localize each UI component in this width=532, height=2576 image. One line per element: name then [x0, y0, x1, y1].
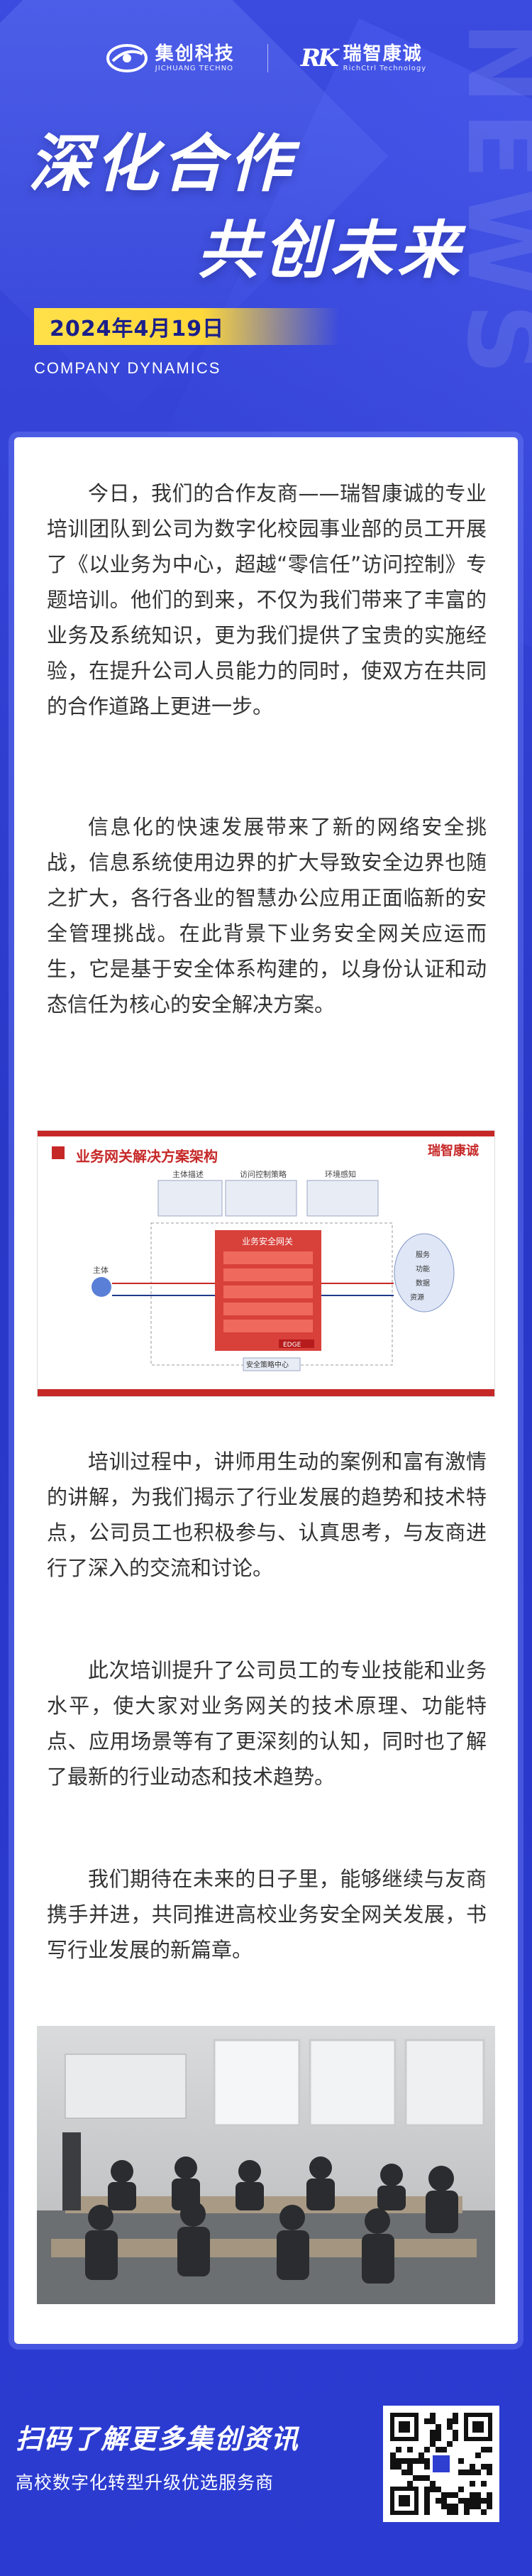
logo-bar: 集创科技 JICHUANG TECHNO RK 瑞智康诚 RichCtrl Te… [0, 37, 532, 80]
footer-title: 扫码了解更多集创资讯 [16, 2423, 300, 2455]
logo-divider [267, 44, 268, 72]
diagram-label-right-3: 数据 [416, 1278, 430, 1288]
diagram-label-right-2: 功能 [416, 1264, 430, 1273]
jichuang-logo-icon [106, 44, 148, 72]
jichuang-logo: 集创科技 JICHUANG TECHNO [106, 43, 235, 74]
hero-title-line-1: 深化合作 [28, 127, 296, 200]
diagram-graphic: 主体描述 访问控制策略 环境感知 业务安全网关 EDGE 主体 [92, 1169, 455, 1371]
footer-subtitle: 高校数字化转型升级优选服务商 [16, 2472, 275, 2493]
article-paragraph-1: 今日，我们的合作友商——瑞智康诚的专业培训团队到公司为数字化校园事业部的员工开展… [47, 481, 487, 718]
qr-code-icon [383, 2406, 499, 2522]
diagram-top-bar [38, 1131, 494, 1136]
diagram-label-right-4: 资源 [410, 1293, 424, 1302]
diagram-label-gateway: 业务安全网关 [242, 1236, 293, 1246]
date-badge: 2024年4月19日 [34, 308, 339, 345]
qr-code[interactable] [383, 2406, 499, 2522]
article-card: 今日，我们的合作友商——瑞智康诚的专业培训团队到公司为数字化校园事业部的员工开展… [14, 437, 518, 2344]
brand-left-cn: 集创科技 [155, 43, 235, 65]
article-paragraph-4: 此次培训提升了公司员工的专业技能和业务水平，使大家对业务网关的技术原理、功能特点… [47, 1658, 487, 1789]
diagram-label-top-mid: 访问控制策略 [240, 1169, 287, 1179]
hero-title-line-2: 共创未来 [197, 214, 465, 287]
diagram-label-bottom: 安全策略中心 [246, 1360, 289, 1369]
architecture-diagram: 业务网关解决方案架构 瑞智康诚 主体描述 访问控制策略 环境感知 业务安全网关 [37, 1130, 495, 1397]
brand-right-en: RichCtrl Technology [343, 64, 427, 72]
diagram-label-top-right: 环境感知 [325, 1169, 356, 1179]
diagram-label-right-1: 服务 [416, 1250, 430, 1259]
news-watermark: NEWS [445, 21, 532, 383]
brand-left-en: JICHUANG TECHNO [155, 64, 234, 72]
training-photo-graphic [37, 2026, 495, 2304]
article-paragraph-5: 我们期待在未来的日子里，能够继续与友商携手并进，共同推进高校业务安全网关发展，书… [47, 1867, 487, 1962]
article-paragraph-3: 培训过程中，讲师用生动的案例和富有激情的讲解，为我们揭示了行业发展的趋势和技术特… [47, 1449, 487, 1580]
hero-subtitle: COMPANY DYNAMICS [34, 359, 221, 377]
training-photo [37, 2026, 495, 2304]
diagram-bottom-bar [38, 1389, 494, 1396]
diagram-title: 业务网关解决方案架构 [76, 1148, 218, 1165]
diagram-label-top-left: 主体描述 [172, 1169, 204, 1179]
diagram-logo: 瑞智康诚 [428, 1144, 479, 1158]
article-paragraph-2: 信息化的快速发展带来了新的网络安全挑战，信息系统使用边界的扩大导致安全边界也随之… [47, 815, 487, 1016]
diagram-label-edge: EDGE [283, 1342, 301, 1349]
richctrl-logo: RK 瑞智康诚 RichCtrl Technology [301, 44, 426, 72]
richctrl-logo-icon: RK [300, 44, 339, 72]
brand-right-cn: 瑞智康诚 [343, 43, 423, 65]
diagram-title-marker [52, 1146, 65, 1159]
diagram-label-user: 主体 [93, 1265, 109, 1275]
